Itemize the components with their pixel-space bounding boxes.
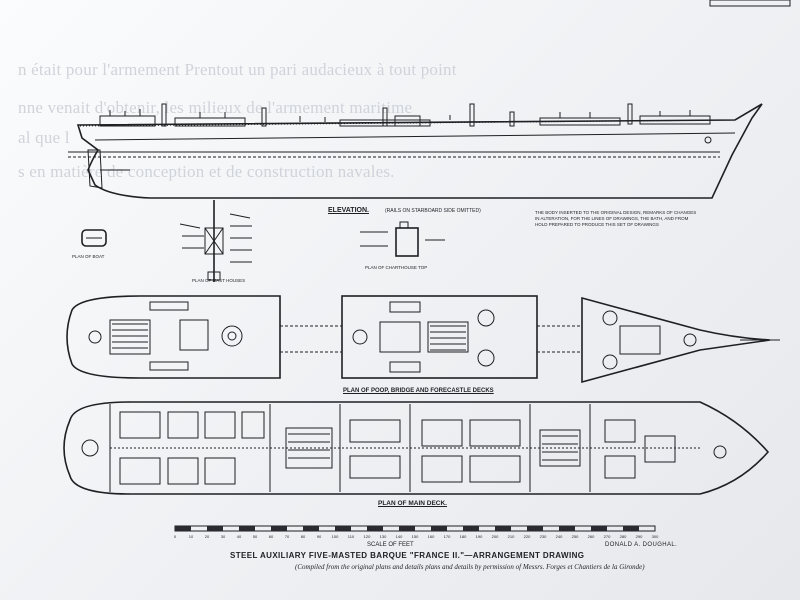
scale-tick-20: 20 xyxy=(205,534,210,539)
elevation-label: ELEVATION. xyxy=(328,207,369,214)
main-deck-compartments xyxy=(81,411,727,485)
scale-tick-200: 200 xyxy=(492,534,499,539)
scale-tick-90: 90 xyxy=(317,534,322,539)
scale-tick-70: 70 xyxy=(285,534,290,539)
top-note-line-1: THE BODY INSERTED TO THE ORIGINAL DESIGN… xyxy=(535,210,697,215)
forecastle-deck-outline xyxy=(581,296,771,384)
main-deck-label: PLAN OF MAIN DECK. xyxy=(378,500,447,507)
scale-tick-labels: 0 10 20 30 40 50 60 70 80 90 100 110 120 130 140 150 160… xyxy=(174,534,659,539)
scale-tick-220: 220 xyxy=(524,534,531,539)
background-text-line-3: al que l xyxy=(18,128,70,147)
scale-tick-80: 80 xyxy=(301,534,306,539)
scale-tick-240: 240 xyxy=(556,534,563,539)
background-text-line-4: s en matière de conception et de constru… xyxy=(18,162,395,181)
mast-house-label: PLAN OF MAST HOUSES xyxy=(192,278,246,283)
scale-tick-100: 100 xyxy=(332,534,339,539)
scale-bar: 0 10 20 30 40 50 60 70 80 90 100 110 120 130 140 150 160… xyxy=(174,525,659,539)
scale-label: SCALE OF FEET xyxy=(367,542,414,548)
boat-detail xyxy=(81,229,107,247)
scale-tick-120: 120 xyxy=(364,534,371,539)
scale-tick-270: 270 xyxy=(604,534,611,539)
mast-stumps xyxy=(161,103,633,127)
scale-tick-210: 210 xyxy=(508,534,515,539)
scale-tick-40: 40 xyxy=(237,534,242,539)
main-deck-plan xyxy=(63,401,770,495)
elevation-view xyxy=(68,103,763,199)
poop-bridge-label: PLAN OF POOP, BRIDGE AND FORECASTLE DECK… xyxy=(343,388,494,394)
scale-tick-170: 170 xyxy=(444,534,451,539)
scale-tick-150: 150 xyxy=(412,534,419,539)
scale-tick-0: 0 xyxy=(174,534,177,539)
bridge-deck-fittings xyxy=(352,301,495,373)
deck-rail xyxy=(79,119,736,127)
scale-tick-300: 300 xyxy=(652,534,659,539)
scale-tick-250: 250 xyxy=(572,534,579,539)
scale-tick-160: 160 xyxy=(428,534,435,539)
poop-bridge-forecastle-plan xyxy=(66,295,780,384)
drawing-title: STEEL AUXILIARY FIVE-MASTED BARQUE "FRAN… xyxy=(230,551,585,560)
forecastle-fittings xyxy=(602,310,697,370)
scale-tick-10: 10 xyxy=(189,534,194,539)
bulkheads xyxy=(109,404,700,492)
scale-tick-60: 60 xyxy=(269,534,274,539)
deck-fittings xyxy=(109,109,712,144)
deck-houses xyxy=(99,115,711,127)
background-text-line-1: n était pour l'armement Prentout un pari… xyxy=(18,60,457,79)
top-note-line-2: IN ALTERATION, FOR THE LINES OF DRAWINGS… xyxy=(535,216,689,221)
boat-plan-label: PLAN OF BOAT xyxy=(72,254,105,259)
scale-tick-110: 110 xyxy=(348,534,355,539)
main-deck-outline xyxy=(63,401,770,495)
corner-mark xyxy=(709,0,791,7)
scale-tick-280: 280 xyxy=(620,534,627,539)
chart-house-label: PLAN OF CHARTHOUSE TOP xyxy=(365,265,428,270)
background-text-line-2: nne venait d'obtenir, les milieux de l'a… xyxy=(18,98,413,117)
scale-tick-290: 290 xyxy=(636,534,643,539)
draughtsman-signature: DONALD A. DOUGHAL. xyxy=(605,542,678,548)
poop-deck-fittings xyxy=(88,301,243,371)
sheer-line xyxy=(94,132,736,141)
rudder xyxy=(87,149,103,189)
scale-tick-130: 130 xyxy=(380,534,387,539)
mast-house-plan xyxy=(179,200,252,282)
scale-tick-180: 180 xyxy=(460,534,467,539)
drawing-subtitle: (Compiled from the original plans and de… xyxy=(295,563,645,571)
chart-house-detail xyxy=(360,221,445,257)
poop-deck-outline xyxy=(66,295,281,379)
hull-outline xyxy=(76,103,763,199)
bridge-deck-outline xyxy=(341,295,538,379)
scale-tick-260: 260 xyxy=(588,534,595,539)
elevation-note: (RAILS ON STARBOARD SIDE OMITTED) xyxy=(385,208,481,214)
scale-tick-140: 140 xyxy=(396,534,403,539)
scale-tick-230: 230 xyxy=(540,534,547,539)
scale-tick-190: 190 xyxy=(476,534,483,539)
scale-tick-30: 30 xyxy=(221,534,226,539)
scale-tick-50: 50 xyxy=(253,534,258,539)
top-note-line-3: HOLD PREPARED TO PRODUCE THIS SET OF DRA… xyxy=(535,222,659,227)
